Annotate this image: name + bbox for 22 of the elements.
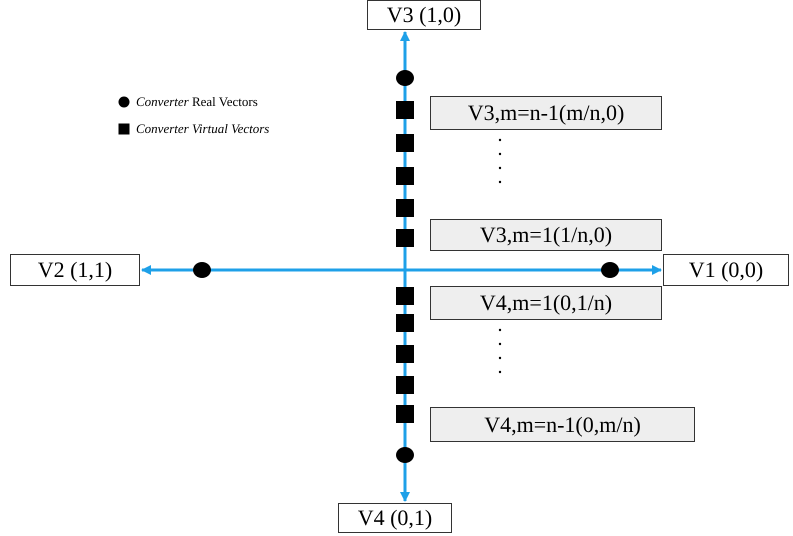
arrow — [141, 265, 405, 275]
node-label: V2 (1,1) — [38, 257, 112, 283]
label-box — [430, 219, 662, 251]
legend-text: Converter Virtual Vectors — [136, 121, 270, 137]
label-box — [338, 503, 452, 533]
node-label: V4 (0,1) — [358, 505, 432, 531]
arrow — [400, 31, 410, 270]
label-box — [367, 0, 481, 30]
node-label: V4,m=n-1(0,m/n) — [484, 412, 641, 438]
label-box — [430, 407, 695, 442]
label-box — [430, 96, 662, 130]
node-label: V3 (1,0) — [386, 2, 462, 28]
label-box — [430, 286, 662, 320]
node-label: V3,m=1(1/n,0) — [480, 222, 612, 248]
label-box — [663, 254, 789, 286]
arrow — [405, 265, 662, 275]
node-label: V4,m=1(0,1/n) — [480, 290, 612, 316]
node-label: V3,m=n-1(m/n,0) — [468, 100, 624, 126]
arrow — [400, 270, 410, 502]
legend-text: Converter Real Vectors — [136, 94, 258, 110]
label-box — [10, 254, 140, 286]
node-label: V1 (0,0) — [688, 257, 764, 283]
